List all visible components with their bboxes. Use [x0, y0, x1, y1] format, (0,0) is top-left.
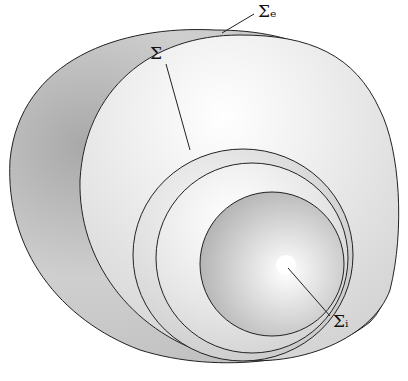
outer-front — [80, 35, 399, 361]
leader-line — [166, 64, 190, 150]
middle-rim — [133, 149, 353, 361]
surface-label: Σᵢ — [333, 312, 348, 331]
inner-surface — [200, 192, 344, 336]
leader-line — [222, 14, 254, 33]
surface-label: Σ — [150, 44, 162, 63]
outer-surface — [10, 30, 399, 363]
inner-sphere — [200, 192, 344, 336]
leader-lines — [166, 14, 330, 316]
middle-inside — [156, 163, 348, 353]
highlight — [276, 255, 296, 275]
leader-line — [288, 268, 330, 316]
surface-label: Σₑ — [258, 2, 277, 21]
middle-surface — [133, 149, 353, 361]
